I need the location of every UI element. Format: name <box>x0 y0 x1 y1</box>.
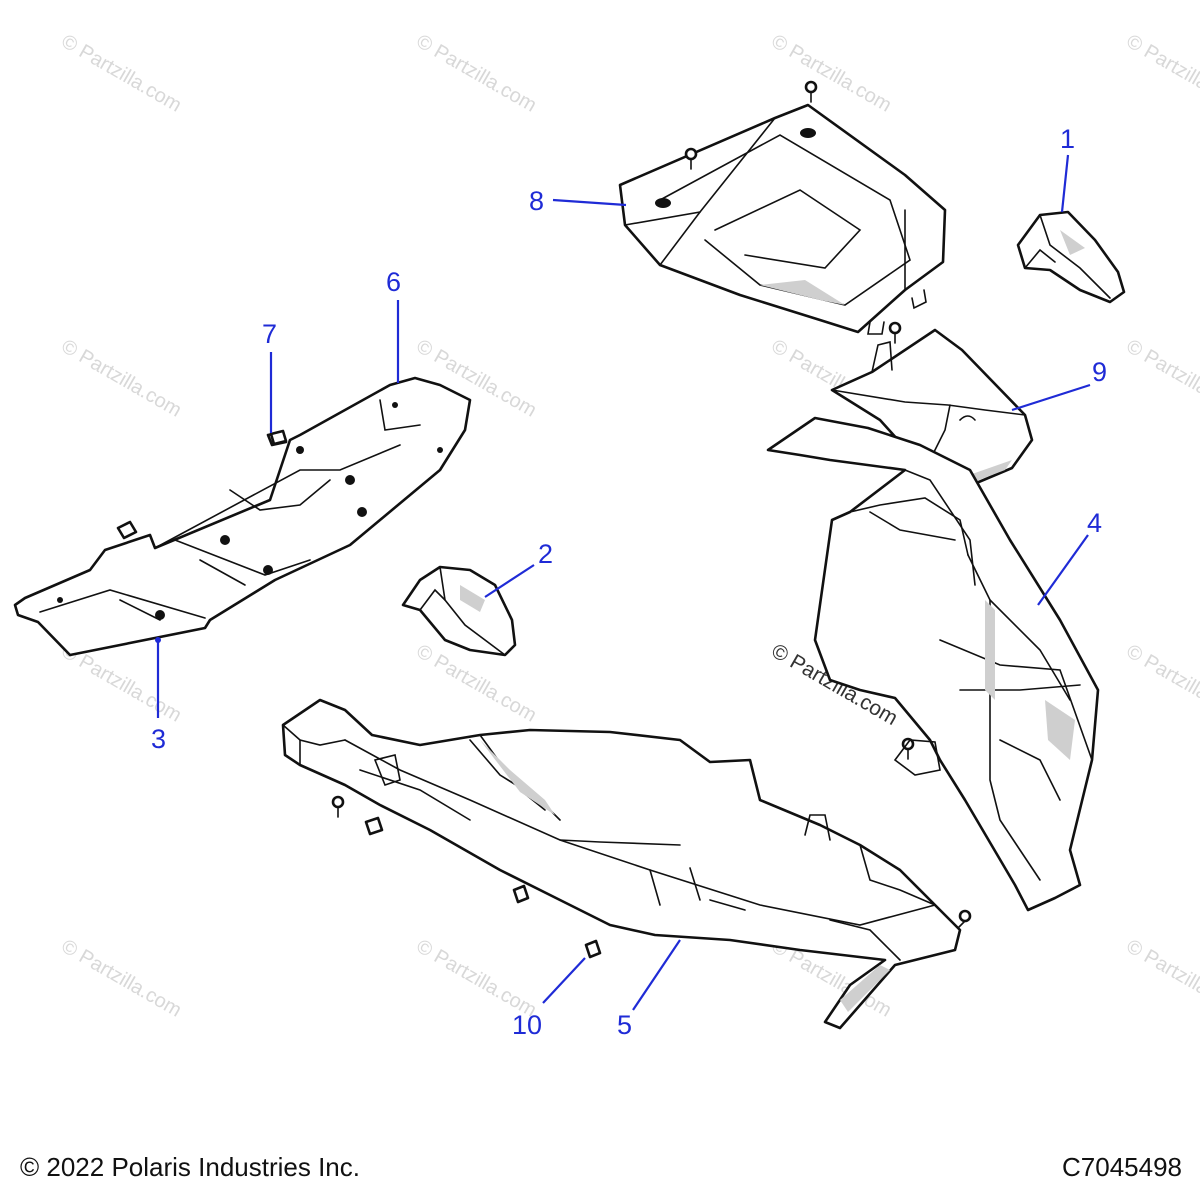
callout-6: 6 <box>386 267 401 297</box>
callout-1: 1 <box>1060 124 1075 154</box>
watermark: © Partzilla.com <box>413 30 541 116</box>
callout-7: 7 <box>262 319 277 349</box>
leader-lines <box>155 154 1091 1011</box>
watermark: © Partzilla.com <box>413 935 541 1021</box>
watermark: © Partzilla.com <box>58 335 186 421</box>
part-1-trim-cap <box>1016 210 1126 304</box>
part-8-hood-panel <box>618 103 947 335</box>
watermark: © Partzilla.com <box>1123 640 1200 726</box>
watermark: © Partzilla.com <box>1123 935 1200 1021</box>
callout-5: 5 <box>617 1010 632 1040</box>
watermark: © Partzilla.com <box>1123 335 1200 421</box>
drawing-number: C7045498 <box>1062 1152 1182 1182</box>
callout-2: 2 <box>538 539 553 569</box>
callout-labels: 1 2 3 4 5 6 7 8 9 10 <box>151 124 1107 1040</box>
watermark: © Partzilla.com <box>58 935 186 1021</box>
callout-4: 4 <box>1087 508 1102 538</box>
part-5-front-fascia <box>281 698 962 1030</box>
callout-3: 3 <box>151 724 166 754</box>
part-4-right-side-panel <box>766 416 1100 912</box>
watermark: © Partzilla.com <box>58 30 186 116</box>
callout-10: 10 <box>512 1010 542 1040</box>
watermark: © Partzilla.com <box>1123 30 1200 116</box>
callout-9: 9 <box>1092 357 1107 387</box>
part-2-trim-cap <box>401 565 517 657</box>
part-6-dash-panel <box>13 376 472 657</box>
callout-8: 8 <box>529 186 544 216</box>
watermark: © Partzilla.com <box>768 30 896 116</box>
clip-fasteners <box>269 429 602 959</box>
copyright-notice: © 2022 Polaris Industries Inc. <box>20 1152 360 1182</box>
watermark: © Partzilla.com <box>413 640 541 726</box>
